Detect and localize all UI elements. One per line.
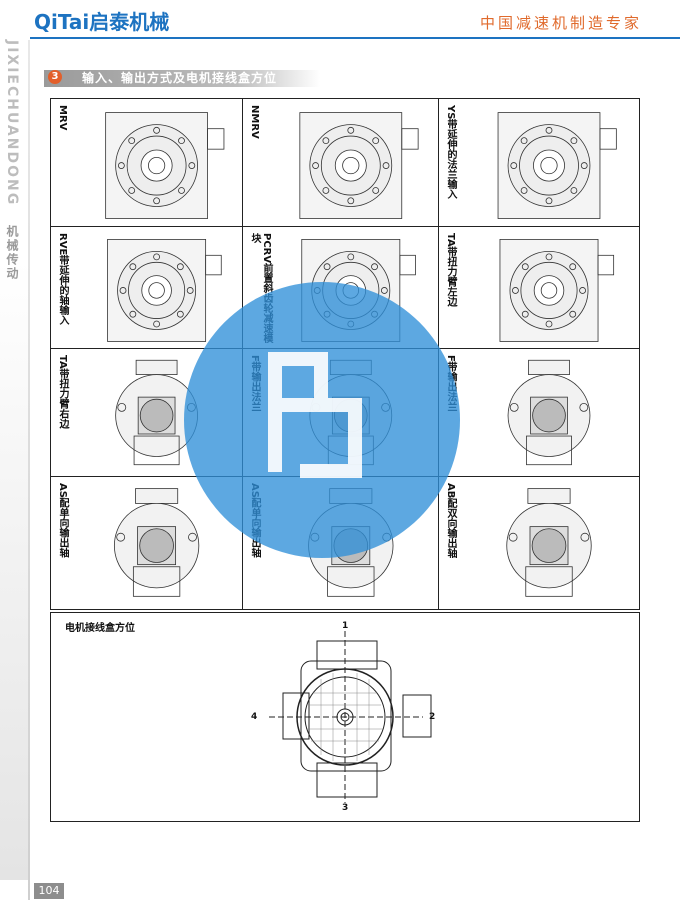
position-label-left: 4 <box>251 712 258 722</box>
config-label: AS配单向输出轴 <box>57 483 68 558</box>
sidebar: JIXIECHUANDONG 机械传动 <box>0 0 28 922</box>
gearbox-drawing <box>497 112 617 219</box>
section-number-badge: 3 <box>48 70 62 84</box>
config-label: YS带延伸的法兰输入 <box>445 105 456 200</box>
junction-box-title: 电机接线盒方位 <box>65 623 135 634</box>
gearbox-drawing <box>507 359 591 466</box>
config-cell: PCRV前置斜齿轮减速模块 <box>243 227 439 349</box>
terminal-box-top <box>316 640 378 670</box>
motor-diagram <box>269 631 432 803</box>
junction-box-panel: 电机接线盒方位 1 2 3 4 <box>50 612 640 822</box>
sidebar-vertical-english: JIXIECHUANDONG <box>4 40 20 207</box>
configuration-grid: MRV NMRV YS带延伸的法兰输入 RVE带延伸的轴输入 PCRV前置斜齿轮减速模块… <box>50 98 640 610</box>
position-label-right: 2 <box>429 712 436 722</box>
terminal-box-left <box>282 692 310 740</box>
position-label-top: 1 <box>342 621 349 631</box>
header-rule <box>30 37 680 39</box>
section-title: 输入、输出方式及电机接线盒方位 <box>82 71 278 85</box>
sidebar-gradient <box>0 260 28 880</box>
config-cell: NMRV <box>243 99 439 227</box>
sidebar-divider <box>28 40 30 900</box>
config-cell: AB配双向输出轴 <box>439 477 639 609</box>
config-cell: YS带延伸的法兰输入 <box>439 99 639 227</box>
terminal-box-bottom <box>316 762 378 798</box>
position-label-bottom: 3 <box>342 803 349 813</box>
terminal-box-right <box>402 694 432 738</box>
config-cell: TA带扭力臂右边 <box>51 349 243 477</box>
config-cell: AS配单向输出轴 <box>243 477 439 609</box>
page-number: 104 <box>34 883 64 899</box>
config-cell: F带输出法兰 <box>439 349 639 477</box>
gearbox-drawing <box>299 112 419 219</box>
gearbox-drawing <box>105 112 225 219</box>
config-cell: MRV <box>51 99 243 227</box>
gearbox-drawing <box>301 238 416 342</box>
config-label: RVE带延伸的轴输入 <box>57 233 68 326</box>
config-label: TA带扭力臂左边 <box>445 233 456 307</box>
gearbox-drawing <box>113 488 200 597</box>
config-cell: TA带扭力臂左边 <box>439 227 639 349</box>
config-label: MRV <box>57 105 68 131</box>
config-label: NMRV <box>249 105 260 139</box>
config-cell: F带输出法兰 <box>243 349 439 477</box>
gearbox-drawing <box>115 359 198 466</box>
logo-latin: QiTai <box>34 10 90 34</box>
gearbox-drawing <box>506 488 592 597</box>
config-cell: RVE带延伸的轴输入 <box>51 227 243 349</box>
gearbox-drawing <box>107 238 222 342</box>
sidebar-vertical-chinese: 机械传动 <box>5 225 19 281</box>
config-label: TA带扭力臂右边 <box>57 355 68 429</box>
company-logo: QiTai启泰机械 <box>34 6 169 35</box>
logo-chinese: 启泰机械 <box>89 10 170 34</box>
page-header: QiTai启泰机械 中国减速机制造专家 <box>30 0 680 40</box>
gearbox-drawing <box>309 359 393 466</box>
config-cell: AS配单向输出轴 <box>51 477 243 609</box>
section-heading-bar <box>44 70 320 87</box>
gearbox-drawing <box>308 488 394 597</box>
header-slogan: 中国减速机制造专家 <box>479 14 642 32</box>
gearbox-drawing <box>499 238 615 342</box>
